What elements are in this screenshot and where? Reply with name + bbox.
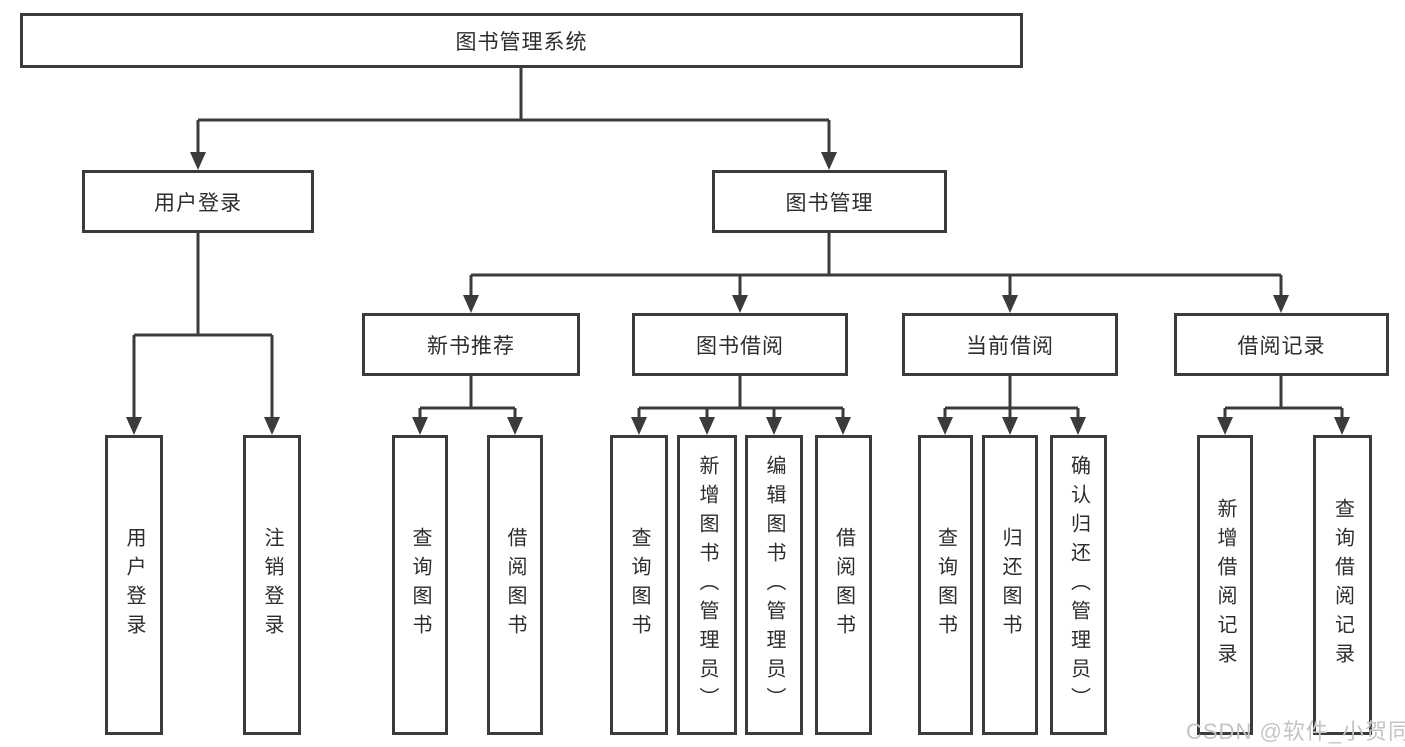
- leaf-edit-books-admin-label: 编辑图书（管理员）: [763, 454, 785, 716]
- node-borrowing-records: 借阅记录: [1174, 313, 1389, 376]
- leaf-add-borrow-record-label: 新增借阅记录: [1214, 498, 1236, 672]
- leaf-user-login-label: 用户登录: [123, 527, 145, 643]
- node-library-management-system-label: 图书管理系统: [455, 30, 588, 54]
- node-new-book-recommendation-label: 新书推荐: [427, 334, 515, 358]
- node-library-management-system: 图书管理系统: [20, 13, 1023, 68]
- leaf-return-books-label: 归还图书: [999, 527, 1021, 643]
- leaf-query-books-current-label: 查询图书: [934, 527, 957, 643]
- node-current-borrowing: 当前借阅: [902, 313, 1118, 376]
- leaf-add-books-admin-label: 新增图书（管理员）: [696, 454, 718, 716]
- leaf-query-borrow-record-label: 查询借阅记录: [1331, 498, 1354, 672]
- node-borrowing-records-label: 借阅记录: [1237, 334, 1326, 358]
- watermark: CSDN @软件_小贺同学: [1186, 719, 1405, 744]
- node-book-management: 图书管理: [712, 170, 947, 233]
- leaf-query-books-current: 查询图书: [918, 435, 973, 735]
- leaf-query-books-borrowing-label: 查询图书: [628, 527, 650, 643]
- leaf-borrow-books: 借阅图书: [815, 435, 872, 735]
- node-book-borrowing: 图书借阅: [632, 313, 848, 376]
- leaf-confirm-return-admin-label: 确认归还（管理员）: [1067, 454, 1090, 716]
- node-user-login-label: 用户登录: [154, 191, 242, 215]
- leaf-logout-label: 注销登录: [261, 527, 283, 643]
- leaf-borrow-books-recommend: 借阅图书: [487, 435, 543, 735]
- node-user-login: 用户登录: [82, 170, 314, 233]
- leaf-confirm-return-admin: 确认归还（管理员）: [1050, 435, 1107, 735]
- leaf-add-books-admin: 新增图书（管理员）: [677, 435, 737, 735]
- leaf-borrow-books-label: 借阅图书: [832, 527, 855, 643]
- leaf-query-books-recommend: 查询图书: [392, 435, 448, 735]
- leaf-return-books: 归还图书: [982, 435, 1038, 735]
- leaf-user-login: 用户登录: [105, 435, 163, 735]
- leaf-borrow-books-recommend-label: 借阅图书: [504, 527, 526, 643]
- leaf-logout: 注销登录: [243, 435, 301, 735]
- leaf-query-books-borrowing: 查询图书: [610, 435, 668, 735]
- leaf-query-borrow-record: 查询借阅记录: [1313, 435, 1372, 735]
- leaf-query-books-recommend-label: 查询图书: [409, 527, 431, 643]
- node-new-book-recommendation: 新书推荐: [362, 313, 580, 376]
- leaf-add-borrow-record: 新增借阅记录: [1197, 435, 1253, 735]
- leaf-edit-books-admin: 编辑图书（管理员）: [745, 435, 803, 735]
- node-book-borrowing-label: 图书借阅: [696, 334, 784, 358]
- node-current-borrowing-label: 当前借阅: [966, 334, 1054, 358]
- node-book-management-label: 图书管理: [785, 191, 874, 215]
- connector-stems: [132, 68, 1344, 423]
